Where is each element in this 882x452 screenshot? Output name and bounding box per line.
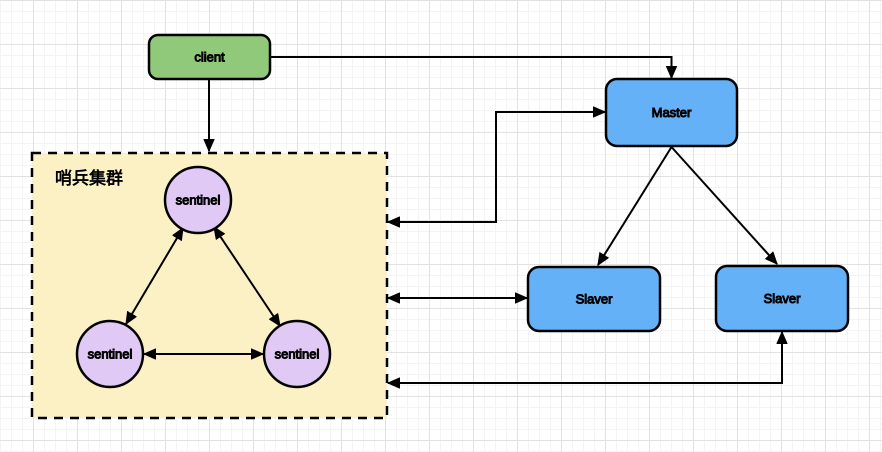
sentinel-cluster-title: 哨兵集群 bbox=[55, 168, 123, 188]
edge-master-to-slaver-right[interactable] bbox=[670, 146, 778, 264]
sentinel-bottom-left-label: sentinel bbox=[88, 347, 133, 362]
edge-master-to-slaver-left[interactable] bbox=[597, 146, 673, 265]
slaver-right-label: Slaver bbox=[764, 291, 802, 306]
sentinel-bottom-left-node[interactable] bbox=[75, 319, 145, 389]
master-node[interactable] bbox=[604, 77, 739, 148]
sentinel-top-label: sentinel bbox=[176, 193, 221, 208]
client-label: client bbox=[194, 50, 225, 65]
master-label: Master bbox=[652, 105, 692, 120]
edge-sentinel-top-bottom-right[interactable] bbox=[213, 227, 281, 326]
edge-sentinel-top-bottom-left[interactable] bbox=[125, 228, 184, 324]
edge-client-to-master[interactable] bbox=[270, 56, 672, 78]
sentinel-bottom-right-label: sentinel bbox=[275, 347, 320, 362]
slaver-right-node[interactable] bbox=[714, 264, 850, 333]
sentinel-top-node[interactable] bbox=[163, 165, 233, 235]
edge-master-sentinel-cluster[interactable] bbox=[388, 112, 605, 222]
slaver-left-label: Slaver bbox=[576, 292, 614, 307]
sentinel-bottom-right-node[interactable] bbox=[262, 319, 332, 389]
client-node[interactable] bbox=[147, 33, 272, 81]
edge-sentinel-cluster-slaver-right[interactable] bbox=[388, 332, 782, 383]
slaver-left-node[interactable] bbox=[526, 265, 662, 333]
